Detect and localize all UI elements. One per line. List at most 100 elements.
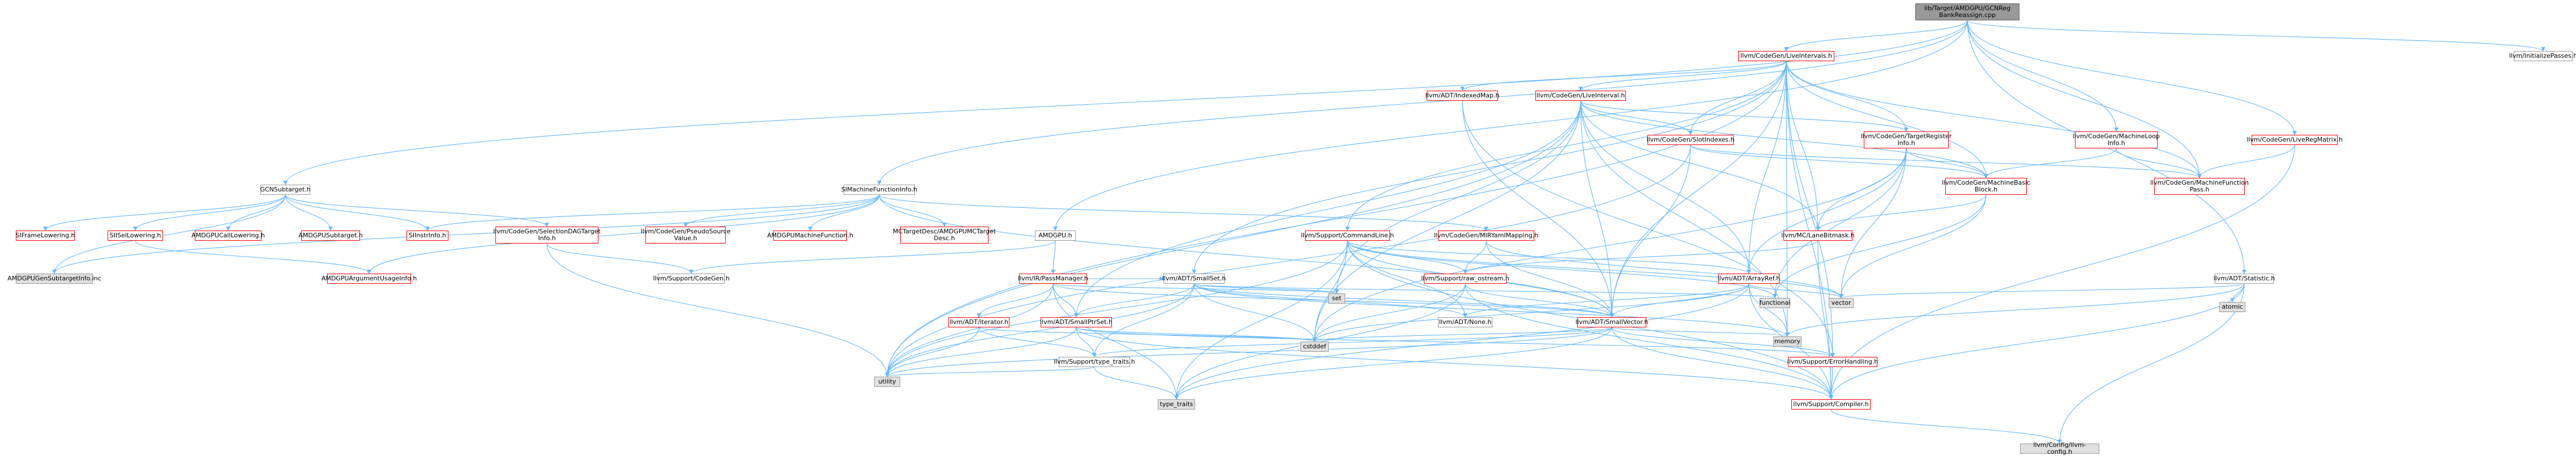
edge-n18-n41 — [1839, 283, 2245, 299]
edge-n3-n23 — [285, 194, 333, 231]
node-vector[interactable]: vector — [1829, 298, 1854, 308]
node-targetregisterinfo-h[interactable]: llvm/CodeGen/TargetRegister Info.h — [1861, 131, 1952, 148]
node-machinebasicblock-h[interactable]: llvm/CodeGen/MachineBasic Block.h — [1942, 178, 2030, 195]
node-commandline-h[interactable]: llvm/Support/CommandLine.h — [1301, 231, 1394, 241]
edge-n34-n43 — [1312, 283, 1466, 342]
node-amdgpu-h[interactable]: AMDGPU.h — [1035, 231, 1076, 241]
node-utility[interactable]: utility — [874, 377, 900, 387]
node-support-compiler-h[interactable]: llvm/Support/Compiler.h — [1791, 399, 1871, 410]
node-siinstrinfo-h[interactable]: SIInstrInfo.h — [406, 231, 448, 241]
edge-n17-n38 — [1463, 283, 1749, 318]
node-set[interactable]: set — [1328, 293, 1345, 304]
node-initializepasses-h[interactable]: llvm/InitializePasses.h — [2509, 51, 2576, 61]
node-amdgpumctargetdesc-h[interactable]: MCTargetDesc/AMDGPUMCTarget Desc.h — [893, 227, 996, 244]
edge-n32-n47 — [1052, 283, 1179, 400]
node-siframelowering-h[interactable]: SIFrameLowering.h — [16, 231, 75, 241]
edge-n33-n36 — [1074, 283, 1195, 318]
edge-n15-n17 — [1347, 240, 1751, 274]
node-simachinefunctioninfo-h[interactable]: SIMachineFunctionInfo.h — [841, 185, 917, 195]
edge-n4-n29 — [52, 194, 880, 274]
node-miryamlmapping-h[interactable]: llvm/CodeGen/MIRYamlMapping.h — [1434, 231, 1538, 241]
node-root-gcnregbankreassign-cpp[interactable]: lib/Target/AMDGPU/GCNReg BankReassign.cp… — [1915, 3, 2019, 20]
edge-n42-n46 — [885, 366, 1095, 377]
edge-n17-n44 — [1748, 283, 1790, 337]
node-amdgpumachinefunction-h[interactable]: AMDGPUMachineFunction.h — [767, 231, 853, 241]
edge-n10-n13 — [2116, 148, 2202, 178]
edge-n25-n46 — [546, 243, 889, 377]
node-indexedmap-h[interactable]: llvm/ADT/IndexedMap.h — [1426, 91, 1499, 101]
edge-n9-n17 — [1747, 148, 1907, 274]
node-memory[interactable]: memory — [1773, 336, 1802, 347]
edge-n4-n28 — [879, 194, 947, 227]
edge-n7-n12 — [1580, 100, 1988, 178]
edge-n1-n13 — [1786, 61, 2202, 178]
edge-n1-n39 — [1610, 61, 1787, 318]
node-amdgpucalllowering-h[interactable]: AMDGPUCallLowering.h — [191, 231, 265, 241]
edge-n35-n42 — [978, 327, 1097, 357]
node-llvm-config-h[interactable]: llvm/Config/llvm-config.h — [2020, 442, 2099, 455]
edge-n4-n39 — [879, 194, 1614, 318]
edge-n8-n12 — [1690, 144, 1988, 178]
edge-n3-n20 — [43, 194, 286, 231]
node-errorhandling-h[interactable]: llvm/Support/ErrorHandling.h — [1787, 357, 1878, 367]
edge-n1-n12 — [1786, 61, 1988, 178]
node-siisellowering-h[interactable]: SIISelLowering.h — [108, 231, 163, 241]
edge-n6-n39 — [1462, 100, 1614, 318]
edge-n7-n37 — [1334, 100, 1581, 294]
node-statistic-h[interactable]: llvm/ADT/Statistic.h — [2214, 274, 2275, 284]
node-machineloopinfo-h[interactable]: llvm/CodeGen/MachineLoop Info.h — [2073, 131, 2160, 148]
edge-n36-n42 — [1076, 327, 1097, 357]
node-adt-iterator-h[interactable]: llvm/ADT/iterator.h — [948, 317, 1009, 327]
node-functional[interactable]: functional — [1760, 298, 1790, 308]
edge-n33-n39 — [1193, 283, 1614, 318]
node-liveregmatrix-h[interactable]: llvm/CodeGen/LiveRegMatrix.h — [2246, 135, 2343, 145]
node-cstddef[interactable]: cstddef — [1300, 342, 1329, 352]
edge-n12-n14 — [1816, 194, 1987, 231]
edge-n1-n15 — [1345, 61, 1787, 231]
node-support-type-traits-h[interactable]: llvm/Support/type_traits.h — [1054, 357, 1135, 367]
edge-n0-n4 — [877, 20, 1968, 185]
node-type-traits[interactable]: type_traits — [1158, 399, 1195, 410]
edge-n16-n34 — [1463, 240, 1487, 274]
edge-n39-n46 — [885, 327, 1612, 377]
edge-n18-n48 — [1829, 283, 2245, 400]
node-amdgpugensubtargetinfo-inc[interactable]: AMDGPUGenSubtargetInfo.inc — [7, 274, 101, 284]
node-selectiondagtargetinfo-h[interactable]: llvm/CodeGen/SelectionDAGTarget Info.h — [493, 227, 601, 244]
node-amdgpusubtarget-h[interactable]: AMDGPUSubtarget.h — [298, 231, 363, 241]
node-liveinterval-h[interactable]: llvm/CodeGen/LiveInterval.h — [1535, 91, 1626, 101]
node-ir-passmanager-h[interactable]: llvm/IR/PassManager.h — [1018, 274, 1088, 284]
node-slotindexes-h[interactable]: llvm/CodeGen/SlotIndexes.h — [1646, 135, 1735, 145]
edge-n35-n46 — [885, 327, 979, 377]
edge-n15-n41 — [1347, 240, 1843, 299]
edge-n7-n36 — [1074, 100, 1581, 318]
edge-n33-n43 — [1193, 283, 1317, 342]
node-amdgpuargumentusageinfo-h[interactable]: AMDGPUArgumentUsageInfo.h — [322, 274, 417, 284]
edge-n9-n12 — [1906, 148, 1988, 178]
edge-n5-n32 — [1051, 240, 1056, 274]
node-lanebitmask-h[interactable]: llvm/MC/LaneBitmask.h — [1781, 231, 1855, 241]
node-atomic[interactable]: atomic — [2219, 302, 2245, 312]
node-adt-none-h[interactable]: llvm/ADT/None.h — [1438, 317, 1492, 327]
node-smallptrset-h[interactable]: llvm/ADT/SmallPtrSet.h — [1040, 317, 1112, 327]
edge-n18-n49 — [2057, 283, 2245, 444]
node-gcnsubtarget-h[interactable]: GCNSubtarget.h — [260, 185, 311, 195]
edge-n4-n30 — [367, 194, 880, 274]
edge-n15-n47 — [1174, 240, 1348, 400]
node-adt-smallset-h[interactable]: llvm/ADT/SmallSet.h — [1162, 274, 1226, 284]
edge-n25-n31 — [546, 243, 694, 274]
edge-n36-n46 — [885, 327, 1077, 377]
edge-n33-n42 — [1092, 283, 1195, 357]
node-raw-ostream-h[interactable]: llvm/Support/raw_ostream.h — [1421, 274, 1509, 284]
node-livenintervals-h[interactable]: llvm/CodeGen/LiveIntervals.h — [1738, 51, 1834, 61]
edge-n39-n45 — [1611, 327, 1835, 357]
node-pseudosourcevalue-h[interactable]: llvm/CodeGen/PseudoSource Value.h — [641, 227, 730, 244]
edge-n42-n47 — [1094, 366, 1179, 400]
edge-n7-n9 — [1580, 100, 1909, 132]
node-arrayref-h[interactable]: llvm/ADT/ArrayRef.h — [1718, 274, 1780, 284]
edge-n39-n48 — [1611, 327, 1833, 400]
node-support-codegen-h[interactable]: llvm/Support/CodeGen.h — [653, 274, 730, 284]
node-smallvector-h[interactable]: llvm/ADT/SmallVector.h — [1576, 317, 1648, 327]
edge-n8-n39 — [1610, 144, 1691, 318]
edge-n4-n26 — [683, 194, 880, 227]
node-machinefunctionpass-h[interactable]: llvm/CodeGen/MachineFunction Pass.h — [2150, 178, 2249, 195]
